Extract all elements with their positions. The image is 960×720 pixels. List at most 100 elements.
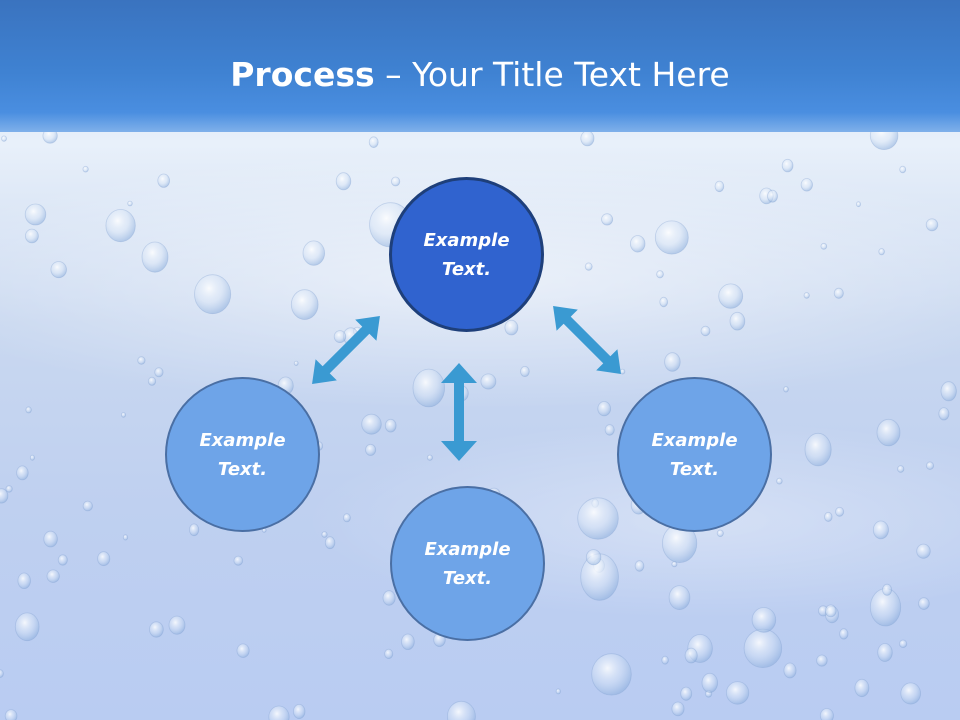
water-drop [24, 203, 47, 226]
water-drop [725, 681, 750, 705]
water-drop [835, 506, 845, 517]
water-drop [382, 590, 396, 606]
water-drop [82, 500, 93, 512]
node-text-line2: Text. [217, 458, 268, 480]
water-drop [57, 554, 68, 566]
water-drop [925, 218, 939, 232]
water-drop [105, 209, 136, 243]
water-drop [236, 643, 250, 658]
water-drop [401, 633, 415, 651]
water-drop [854, 678, 870, 698]
water-drop [876, 418, 901, 447]
water-drop [121, 412, 127, 418]
water-drop [897, 465, 905, 473]
water-drop [16, 465, 29, 481]
water-drop [342, 513, 351, 523]
water-drop [384, 418, 397, 433]
water-drop [368, 136, 379, 149]
water-drop [820, 242, 828, 250]
water-drop [321, 531, 328, 538]
water-drop [671, 701, 685, 717]
water-drop [654, 220, 689, 255]
water-drop [50, 261, 67, 279]
water-drop [25, 406, 32, 414]
water-drop [141, 241, 169, 273]
water-drop [597, 401, 611, 417]
water-drop [122, 534, 129, 541]
water-drop [390, 176, 401, 187]
water-drop [293, 704, 306, 720]
water-drop [333, 330, 347, 344]
water-drop [751, 607, 777, 633]
water-drop [189, 523, 200, 537]
water-drop [577, 497, 619, 540]
water-drop [680, 686, 693, 701]
water-drop [877, 643, 893, 662]
water-drop [656, 270, 664, 279]
water-drop [46, 569, 60, 583]
water-drop [82, 165, 89, 173]
water-drop [634, 560, 645, 572]
water-drop [480, 373, 497, 390]
water-drop [168, 615, 186, 635]
water-drop [426, 454, 433, 461]
water-drop [1, 135, 7, 142]
water-drop [5, 485, 13, 493]
water-drop [816, 654, 828, 667]
water-drop [149, 621, 164, 638]
water-drop [361, 413, 382, 435]
water-drop [97, 551, 111, 567]
water-drop [591, 653, 632, 696]
water-drop [664, 352, 681, 372]
water-drop [233, 555, 244, 566]
water-drop [0, 669, 4, 678]
title-rest: – Your Title Text Here [374, 55, 730, 94]
node-text-line1: Example [423, 229, 510, 251]
water-drop [776, 477, 783, 485]
water-drop [137, 356, 146, 365]
water-drop [127, 200, 133, 207]
water-drop [878, 248, 885, 256]
water-drop [504, 319, 519, 336]
water-drop [520, 365, 530, 377]
water-drop [819, 708, 834, 720]
water-drop [630, 235, 646, 253]
water-drop [290, 289, 319, 320]
arrow-vertical [441, 363, 477, 461]
water-drop [147, 376, 157, 386]
water-drop [0, 488, 9, 504]
node-text-line1: Example [651, 429, 738, 451]
water-drop [716, 529, 724, 537]
water-drop [900, 682, 921, 705]
water-drop [671, 561, 678, 568]
water-drop [800, 178, 813, 192]
water-drop [718, 283, 744, 309]
water-drop [729, 311, 746, 331]
node-text-line2: Text. [442, 567, 493, 589]
water-drop [684, 647, 698, 664]
node-text-line1: Example [424, 538, 511, 560]
water-drop [302, 240, 326, 266]
title-bar [0, 0, 960, 132]
water-drop [824, 604, 837, 618]
water-drop [335, 172, 352, 191]
water-drop [43, 530, 58, 548]
water-drop [767, 189, 778, 203]
water-drop [882, 583, 893, 596]
node-text-line2: Text. [441, 258, 492, 280]
water-drop [17, 572, 31, 590]
water-drop [701, 672, 719, 693]
water-drop [926, 461, 935, 470]
water-drop [824, 511, 833, 522]
water-drop [839, 628, 849, 640]
water-drop [872, 520, 889, 540]
arrow-top-right [553, 306, 621, 374]
water-drop [4, 709, 18, 720]
water-drop [661, 655, 669, 665]
water-drop [804, 432, 832, 467]
water-drop [585, 549, 602, 566]
